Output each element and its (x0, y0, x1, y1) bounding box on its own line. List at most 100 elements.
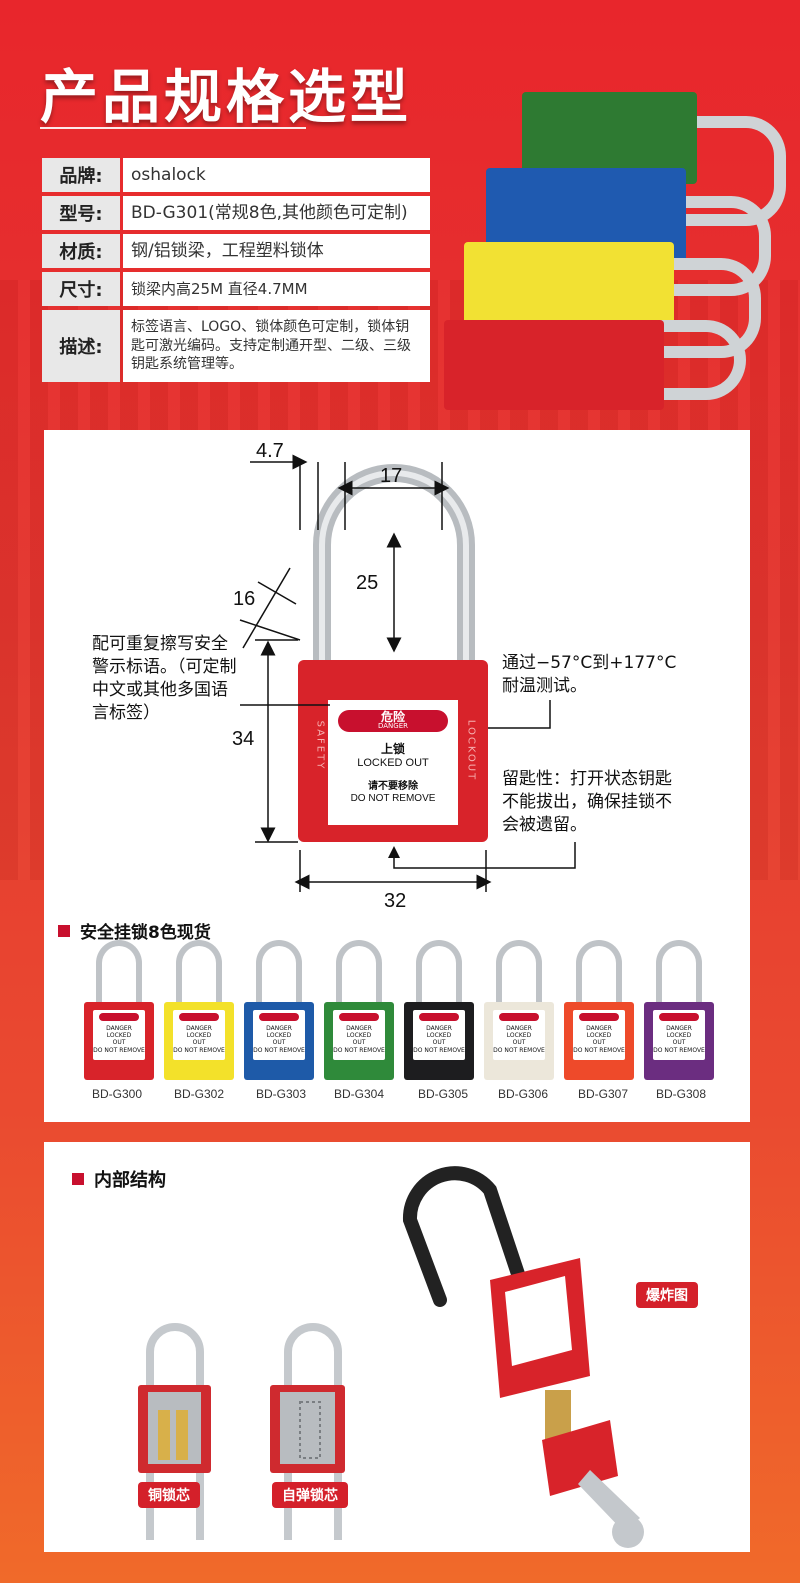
mini-shackle (176, 940, 222, 1020)
mini-shackle (656, 940, 702, 1020)
diagram-shackle-highlight (319, 470, 469, 665)
dim-shackle-diameter: 4.7 (256, 440, 284, 462)
exploded-shackle (402, 1166, 527, 1307)
spec-row-model: 型号: BD-G301(常规8色,其他颜色可定制) (42, 196, 430, 230)
mini-shackle (336, 940, 382, 1020)
copper-core-shackle (146, 1323, 204, 1540)
mini-shackle (576, 940, 622, 1020)
spec-key: 品牌: (42, 158, 120, 192)
padlock-stack-image (436, 88, 800, 418)
spec-row-size: 尺寸: 锁梁内高25M 直径4.7MM (42, 272, 430, 306)
dim-shackle-width: 17 (380, 465, 403, 487)
tag-copper-core: 铜锁芯 (138, 1482, 200, 1508)
spec-table: 品牌: oshalock 型号: BD-G301(常规8色,其他颜色可定制) 材… (42, 158, 430, 386)
internal-section-title-text: 内部结构 (94, 1170, 166, 1191)
spec-value: oshalock (123, 158, 430, 192)
mini-danger-band (259, 1013, 299, 1021)
mini-danger-band (99, 1013, 139, 1021)
mini-shackle (96, 940, 142, 1020)
spec-value: 锁梁内高25M 直径4.7MM (123, 272, 430, 306)
lock-body-yellow (464, 242, 674, 330)
mini-model-code: BD-G308 (655, 1087, 707, 1101)
spec-row-description: 描述: 标签语言、LOGO、锁体颜色可定制，锁体钥匙可激光编码。支持定制通开型、… (42, 310, 430, 382)
internal-structure-illustration (138, 1166, 644, 1548)
mini-danger-band (339, 1013, 379, 1021)
label-danger: 危险 DANGER (338, 711, 448, 730)
mini-danger-band (419, 1013, 459, 1021)
label-text-block: 上锁 LOCKED OUT 请不要移除 DO NOT REMOVE (328, 742, 458, 806)
tag-spring-core: 自弹锁芯 (272, 1482, 348, 1508)
label-danger-cn: 危险 (380, 710, 405, 724)
mini-model-code: BD-G305 (417, 1087, 469, 1101)
note-temperature: 通过−57°C到+177°C耐温测试。 (502, 653, 677, 696)
mini-danger-band (579, 1013, 619, 1021)
page-title: 产品规格选型 (40, 63, 413, 131)
spec-key: 型号: (42, 196, 120, 230)
label-remove-cn: 请不要移除 (368, 780, 418, 792)
exploded-label (505, 1276, 572, 1366)
spring-core-cavity (280, 1392, 335, 1464)
dimension-diagram (239, 454, 576, 892)
mini-danger-band (499, 1013, 539, 1021)
diagram-danger-band (338, 710, 448, 732)
mini-model-code: BD-G300 (91, 1087, 143, 1101)
mini-danger-band (179, 1013, 219, 1021)
exploded-key-head (612, 1516, 644, 1548)
mini-model-code: BD-G306 (497, 1087, 549, 1101)
label-danger-en: DANGER (377, 722, 408, 730)
label-remove-en: DO NOT REMOVE (350, 793, 436, 805)
note-key-retaining: 留匙性：打开状态钥匙不能拔出，确保挂锁不会被遗留。 (502, 769, 672, 835)
label-locked-cn: 上锁 (380, 742, 405, 756)
dim-shackle-height: 25 (356, 572, 379, 594)
spec-key: 描述: (42, 310, 120, 382)
dim-body-height: 34 (232, 728, 255, 750)
body-side-text-right: LOCKOUT (465, 719, 477, 782)
internal-section-title: 内部结构 (72, 1166, 166, 1192)
dim-body-width: 32 (384, 890, 407, 912)
spec-row-brand: 品牌: oshalock (42, 158, 430, 192)
mini-model-code: BD-G303 (255, 1087, 307, 1101)
lock-body-red (444, 320, 664, 410)
colors-section-title-text: 安全挂锁8色现货 (80, 923, 211, 943)
copper-pin (158, 1410, 170, 1460)
mini-shackle (496, 940, 542, 1020)
spec-key: 尺寸: (42, 272, 120, 306)
colors-section-title: 安全挂锁8色现货 (58, 918, 211, 943)
copper-pin (176, 1410, 188, 1460)
exploded-core-housing (542, 1420, 618, 1496)
note-label-rewritable: 配可重复擦写安全警示标语。（可定制中文或其他多国语言标签） (92, 634, 237, 723)
mini-model-code: BD-G302 (173, 1087, 225, 1101)
spec-value: 钢/铝锁梁，工程塑料锁体 (123, 234, 430, 268)
spring-coil (299, 1401, 321, 1459)
mini-model-code: BD-G307 (577, 1087, 629, 1101)
tag-exploded-view: 爆炸图 (636, 1282, 698, 1308)
copper-core-cavity (148, 1392, 201, 1464)
title-underline (40, 127, 306, 129)
mini-danger-band (659, 1013, 699, 1021)
spec-value: 标签语言、LOGO、锁体颜色可定制，锁体钥匙可激光编码。支持定制通开型、二级、三… (123, 310, 430, 382)
spec-key: 材质: (42, 234, 120, 268)
mini-shackle (256, 940, 302, 1020)
spring-core-shackle (284, 1323, 342, 1540)
